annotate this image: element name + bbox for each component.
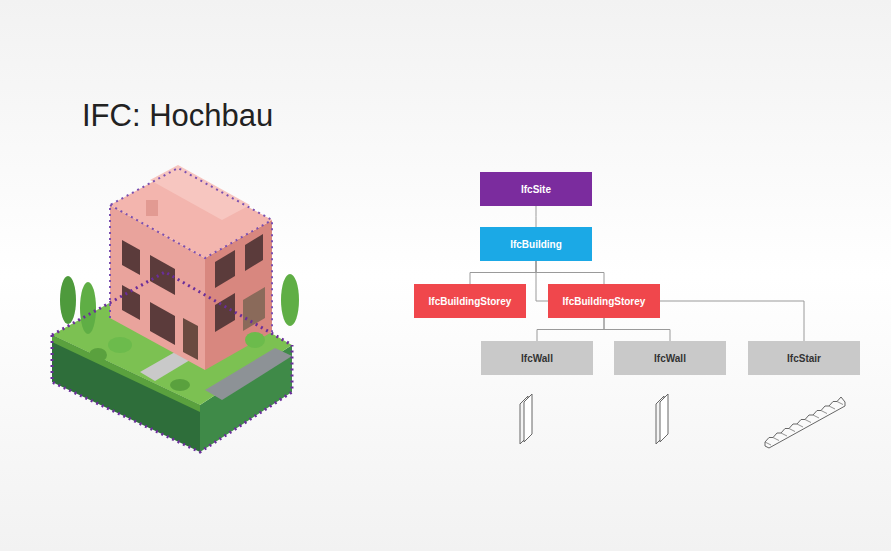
- tree-connector: [604, 318, 670, 341]
- stair-step: [829, 406, 835, 409]
- stair-step: [813, 415, 819, 418]
- slide-title: IFC: Hochbau: [82, 98, 273, 134]
- node-label: IfcBuilding: [510, 239, 562, 250]
- tree-connector: [536, 261, 604, 284]
- stair-step: [797, 424, 803, 427]
- tree-connector: [536, 261, 804, 341]
- building-box: IfcBuilding: [480, 227, 592, 261]
- wall-icon: [520, 394, 532, 444]
- node-label: IfcBuildingStorey: [563, 296, 646, 307]
- wall-box: IfcWall: [614, 341, 726, 375]
- stair-step: [805, 420, 811, 423]
- tree-connector: [537, 318, 604, 341]
- stair-step: [821, 411, 827, 414]
- tree-connector: [470, 261, 536, 284]
- stair-icon: [765, 397, 845, 448]
- wall-icon: [656, 394, 668, 444]
- stair-step: [773, 438, 779, 441]
- stair-step: [781, 433, 787, 436]
- stair-outline: [765, 397, 845, 448]
- stair-step: [789, 429, 795, 432]
- node-label: IfcBuildingStorey: [429, 296, 512, 307]
- stair-step: [837, 402, 843, 405]
- node-label: IfcStair: [787, 353, 821, 364]
- stair-box: IfcStair: [748, 341, 860, 375]
- node-label: IfcWall: [654, 353, 686, 364]
- wall-box: IfcWall: [481, 341, 593, 375]
- storey-box: IfcBuildingStorey: [414, 284, 526, 318]
- node-label: IfcSite: [521, 184, 551, 195]
- storey-box: IfcBuildingStorey: [548, 284, 660, 318]
- node-label: IfcWall: [521, 353, 553, 364]
- tree-connector: [536, 206, 537, 227]
- stair-step: [765, 442, 771, 445]
- house-illustration: [52, 165, 299, 452]
- site-box: IfcSite: [480, 172, 592, 206]
